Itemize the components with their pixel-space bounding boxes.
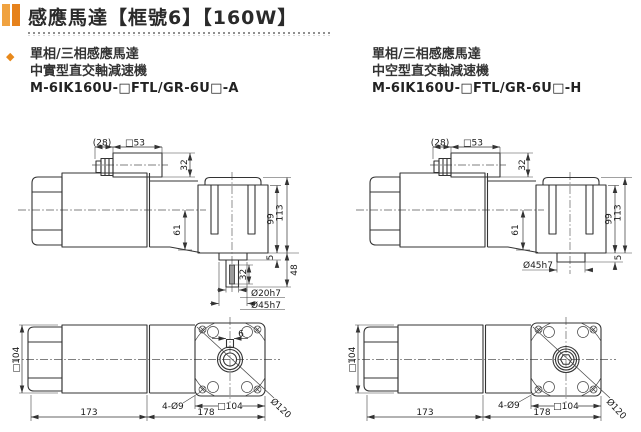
dim-gear-inner-height: 99 <box>267 213 277 225</box>
motor-outline <box>363 322 602 397</box>
motor-outline <box>27 322 266 397</box>
dim-bolt-circle: Ø120 <box>268 396 293 421</box>
hollow-bore-face <box>552 345 580 374</box>
motor-type-line: 單相/三相感應馬達 <box>372 47 481 62</box>
motor-type-line: 單相/三相感應馬達 <box>30 47 139 62</box>
dim-gearbox-length: 178 <box>197 408 214 418</box>
dim-cable-clearance: (28) <box>93 139 111 149</box>
dim-frame-size: □104 <box>348 346 358 372</box>
dim-boss-diameter: Ø45h7 <box>523 260 553 271</box>
drawing-solid-shaft-side-view: (28) □53 32 61 99 113 5 48 32 Ø20h7 Ø45h… <box>18 139 300 311</box>
dim-boss-height: 5 <box>266 255 276 261</box>
centerlines <box>18 164 233 292</box>
header-accent-bar-icon <box>2 4 10 26</box>
dim-boss-diameter: Ø45h7 <box>251 300 281 311</box>
dotted-divider-shadow <box>28 35 332 36</box>
dim-gear-outer-height: 113 <box>276 204 286 221</box>
drawing-hollow-shaft-side-view: (28) □53 32 61 99 113 5 Ø45h7 <box>356 139 632 274</box>
model-number: M-6IK160U-□FTL/GR-6U□-A <box>30 81 239 96</box>
dim-terminal-box-width: □53 <box>463 139 483 149</box>
centerlines <box>348 317 616 403</box>
drawing-solid-shaft-top-view: □104 173 178 □104 4-Ø9 Ø120 6 <box>12 317 293 421</box>
dim-shaft-diameter: Ø20h7 <box>251 288 281 299</box>
extension-lines <box>432 147 632 273</box>
dim-frame-size: □104 <box>12 346 22 372</box>
header-accent-bar-icon <box>12 4 20 26</box>
product-section-left: 單相/三相感應馬達 中實型直交軸減速機 M-6IK160U-□FTL/GR-6U… <box>30 46 330 97</box>
dotted-divider <box>28 32 332 34</box>
dimension-arrows <box>210 245 280 306</box>
flange-holes <box>198 325 262 394</box>
motor-outline <box>31 152 269 288</box>
dimension-lines <box>355 325 601 420</box>
diamond-bullet-icon: ◆ <box>6 50 15 63</box>
dim-flange-size: □104 <box>217 402 243 412</box>
dimension-arrows <box>549 245 618 273</box>
centerlines <box>356 164 571 274</box>
bolt-circle-diagonal <box>532 326 611 399</box>
product-section-right: 單相/三相感應馬達 中空型直交軸減速機 M-6IK160U-□FTL/GR-6U… <box>372 46 641 97</box>
dim-gearbox-length: 178 <box>533 408 550 418</box>
dim-axis-height: 61 <box>173 224 183 235</box>
dimension-lines <box>95 144 290 287</box>
dim-terminal-box-height: 32 <box>180 159 190 170</box>
centerlines <box>12 317 280 403</box>
shaft-key <box>229 264 235 285</box>
flange-holes <box>534 325 598 394</box>
dim-terminal-box-width: □53 <box>125 139 145 149</box>
dim-motor-length: 173 <box>80 408 97 418</box>
dim-motor-length: 173 <box>416 408 433 418</box>
dim-key-width: 6 <box>238 330 244 340</box>
dim-gear-outer-height: 113 <box>614 204 624 221</box>
model-number: M-6IK160U-□FTL/GR-6U□-H <box>372 81 582 96</box>
dim-shaft-length: 48 <box>290 264 300 276</box>
bolt-circle-diagonal <box>196 326 275 399</box>
dimension-lines <box>433 144 628 253</box>
dim-axis-height: 61 <box>511 224 521 235</box>
dim-boss-height: 5 <box>614 255 624 261</box>
gearbox-type-line: 中實型直交軸減速機 <box>30 64 148 79</box>
output-shaft-face <box>216 338 244 373</box>
dim-gear-inner-height: 99 <box>605 213 615 225</box>
motor-outline <box>369 152 607 263</box>
dim-bolt-circle: Ø120 <box>604 397 629 422</box>
drawing-hollow-shaft-top-view: □104 173 178 □104 4-Ø9 Ø120 <box>348 317 629 422</box>
gearbox-type-line: 中空型直交軸減速機 <box>372 64 490 79</box>
dim-cable-clearance: (28) <box>431 139 449 149</box>
page-title: 感應馬達【框號6】【160W】 <box>28 7 298 29</box>
dim-flange-size: □104 <box>553 402 579 412</box>
dim-mounting-holes: 4-Ø9 <box>498 400 520 411</box>
dim-terminal-box-height: 32 <box>518 159 528 170</box>
dim-key-length: 32 <box>239 269 249 280</box>
dim-mounting-holes: 4-Ø9 <box>162 401 184 412</box>
dimension-arrows <box>195 336 265 409</box>
dimension-lines <box>19 325 265 420</box>
